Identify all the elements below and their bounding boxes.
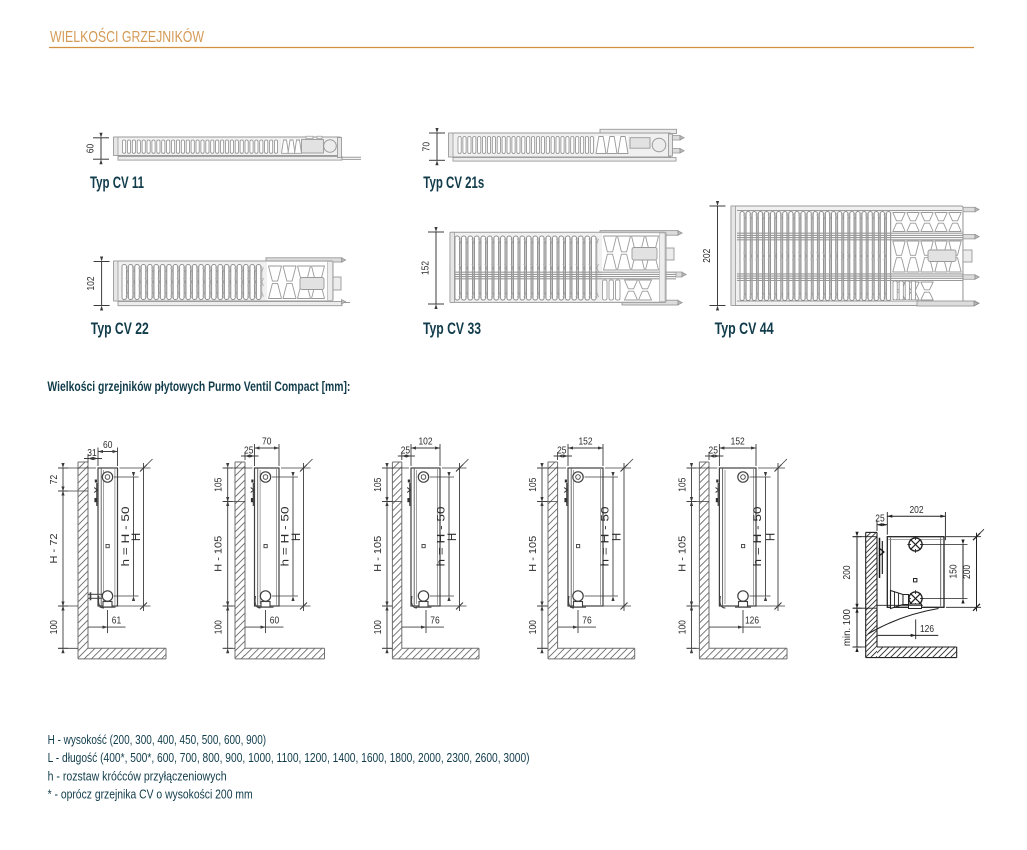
svg-text:100: 100 (527, 620, 539, 634)
svg-text:202: 202 (701, 249, 713, 263)
svg-text:31: 31 (87, 447, 97, 459)
svg-text:h - rozstaw króćców przyłączen: h - rozstaw króćców przyłączeniowych (48, 768, 227, 783)
svg-text:Wielkości grzejników płytowych: Wielkości grzejników płytowych Purmo Ven… (47, 379, 350, 394)
svg-text:60: 60 (85, 144, 97, 154)
svg-text:152: 152 (420, 261, 432, 275)
svg-text:H: H (131, 533, 143, 541)
svg-text:25: 25 (244, 445, 254, 457)
svg-text:76: 76 (430, 615, 440, 627)
svg-text:h = H - 50: h = H - 50 (436, 507, 448, 567)
svg-text:H: H (447, 533, 459, 541)
svg-text:102: 102 (418, 436, 432, 448)
svg-text:100: 100 (213, 620, 225, 634)
svg-text:126: 126 (745, 615, 759, 627)
svg-text:H - 105: H - 105 (677, 536, 689, 572)
svg-text:152: 152 (578, 436, 592, 448)
svg-text:25: 25 (557, 445, 567, 457)
svg-text:126: 126 (920, 623, 934, 635)
svg-text:152: 152 (731, 436, 745, 448)
svg-text:105: 105 (213, 478, 225, 492)
svg-text:Typ CV 11: Typ CV 11 (90, 173, 144, 192)
svg-text:H: H (291, 533, 303, 541)
svg-text:* - oprócz grzejnika CV o wyso: * - oprócz grzejnika CV o wysokości 200 … (48, 787, 253, 802)
svg-text:25: 25 (401, 445, 411, 457)
svg-text:L - długość (400*, 500*, 600,: L - długość (400*, 500*, 600, 700, 800, … (48, 750, 530, 765)
svg-text:100: 100 (372, 620, 384, 634)
svg-text:100: 100 (48, 620, 60, 634)
svg-text:min. 100: min. 100 (841, 609, 853, 646)
svg-text:25: 25 (875, 513, 885, 525)
svg-text:102: 102 (85, 276, 97, 290)
svg-text:WIELKOŚCI GRZEJNIKÓW: WIELKOŚCI GRZEJNIKÓW (50, 28, 204, 46)
svg-text:76: 76 (582, 615, 592, 627)
svg-text:Typ CV 44: Typ CV 44 (715, 319, 774, 338)
svg-text:150: 150 (948, 564, 960, 578)
svg-text:70: 70 (421, 142, 433, 152)
svg-text:h = H - 50: h = H - 50 (120, 507, 132, 567)
svg-text:105: 105 (527, 478, 539, 492)
svg-text:200: 200 (841, 565, 853, 579)
svg-text:72: 72 (48, 475, 60, 485)
svg-text:H - 105: H - 105 (372, 536, 384, 572)
svg-text:70: 70 (262, 436, 272, 448)
svg-text:H - wysokość (200, 300, 400, 4: H - wysokość (200, 300, 400, 450, 500, 6… (48, 732, 267, 747)
svg-text:H: H (612, 533, 624, 541)
svg-text:Typ CV 33: Typ CV 33 (423, 319, 481, 338)
svg-text:25: 25 (709, 445, 719, 457)
svg-text:H - 105: H - 105 (213, 536, 225, 572)
svg-text:100: 100 (677, 620, 689, 634)
svg-text:Typ CV 21s: Typ CV 21s (423, 173, 484, 192)
svg-text:60: 60 (103, 439, 113, 451)
svg-text:202: 202 (909, 504, 923, 516)
svg-text:h = H - 50: h = H - 50 (600, 507, 612, 567)
svg-text:60: 60 (270, 615, 280, 627)
svg-text:H: H (766, 533, 778, 541)
svg-text:h = H - 50: h = H - 50 (280, 507, 292, 567)
svg-text:h = H - 50: h = H - 50 (752, 507, 764, 567)
svg-text:105: 105 (677, 478, 689, 492)
svg-text:H - 105: H - 105 (527, 536, 539, 572)
svg-text:Typ CV 22: Typ CV 22 (91, 319, 149, 338)
svg-text:200: 200 (961, 565, 973, 579)
svg-text:61: 61 (112, 615, 122, 627)
svg-text:H - 72: H - 72 (48, 533, 60, 563)
svg-text:105: 105 (372, 478, 384, 492)
